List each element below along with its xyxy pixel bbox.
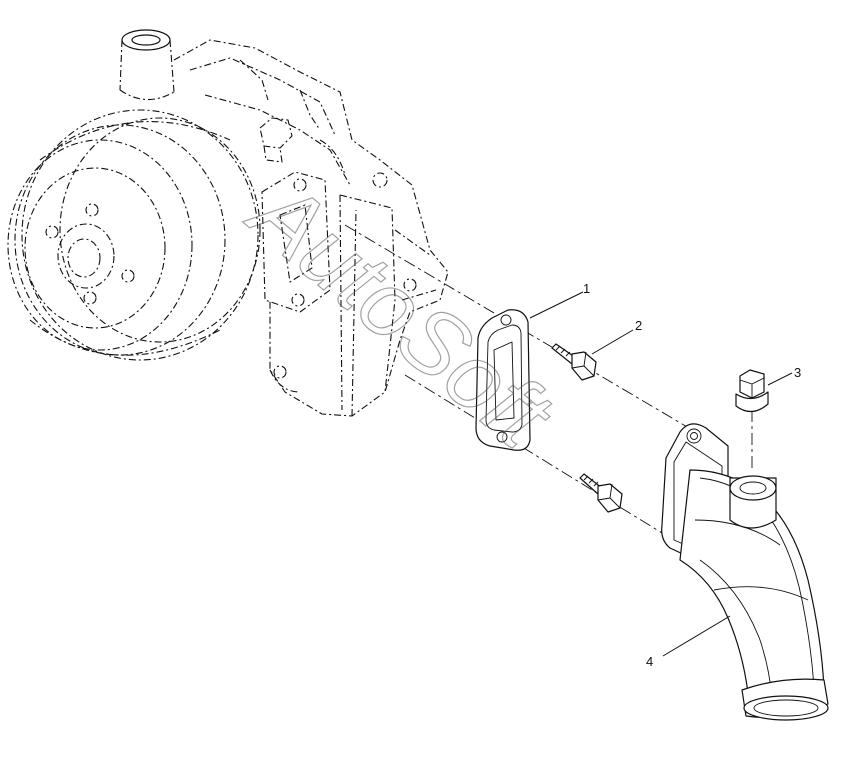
callout-3-label: 3 xyxy=(794,365,801,380)
callout-4-label: 4 xyxy=(646,654,653,669)
flange-bolt-lower xyxy=(579,473,623,513)
callout-1-label: 1 xyxy=(583,281,590,296)
water-pump-assembly xyxy=(7,29,449,417)
callout-4: 4 xyxy=(646,615,731,669)
pump-flange-face xyxy=(261,171,331,313)
water-inlet-elbow xyxy=(661,423,829,721)
callout-1: 1 xyxy=(529,281,590,319)
pump-housing xyxy=(173,39,449,417)
gasket xyxy=(475,309,531,451)
callout-2-label: 2 xyxy=(635,318,642,333)
flange-bolt-upper xyxy=(551,343,597,381)
plug xyxy=(735,369,769,413)
callout-3: 3 xyxy=(767,365,801,386)
assembly-center-lines xyxy=(344,224,753,561)
pulley xyxy=(7,109,261,361)
outlet-pipe xyxy=(119,29,175,101)
pump-top-bolt xyxy=(259,117,293,163)
callout-2: 2 xyxy=(591,318,642,355)
